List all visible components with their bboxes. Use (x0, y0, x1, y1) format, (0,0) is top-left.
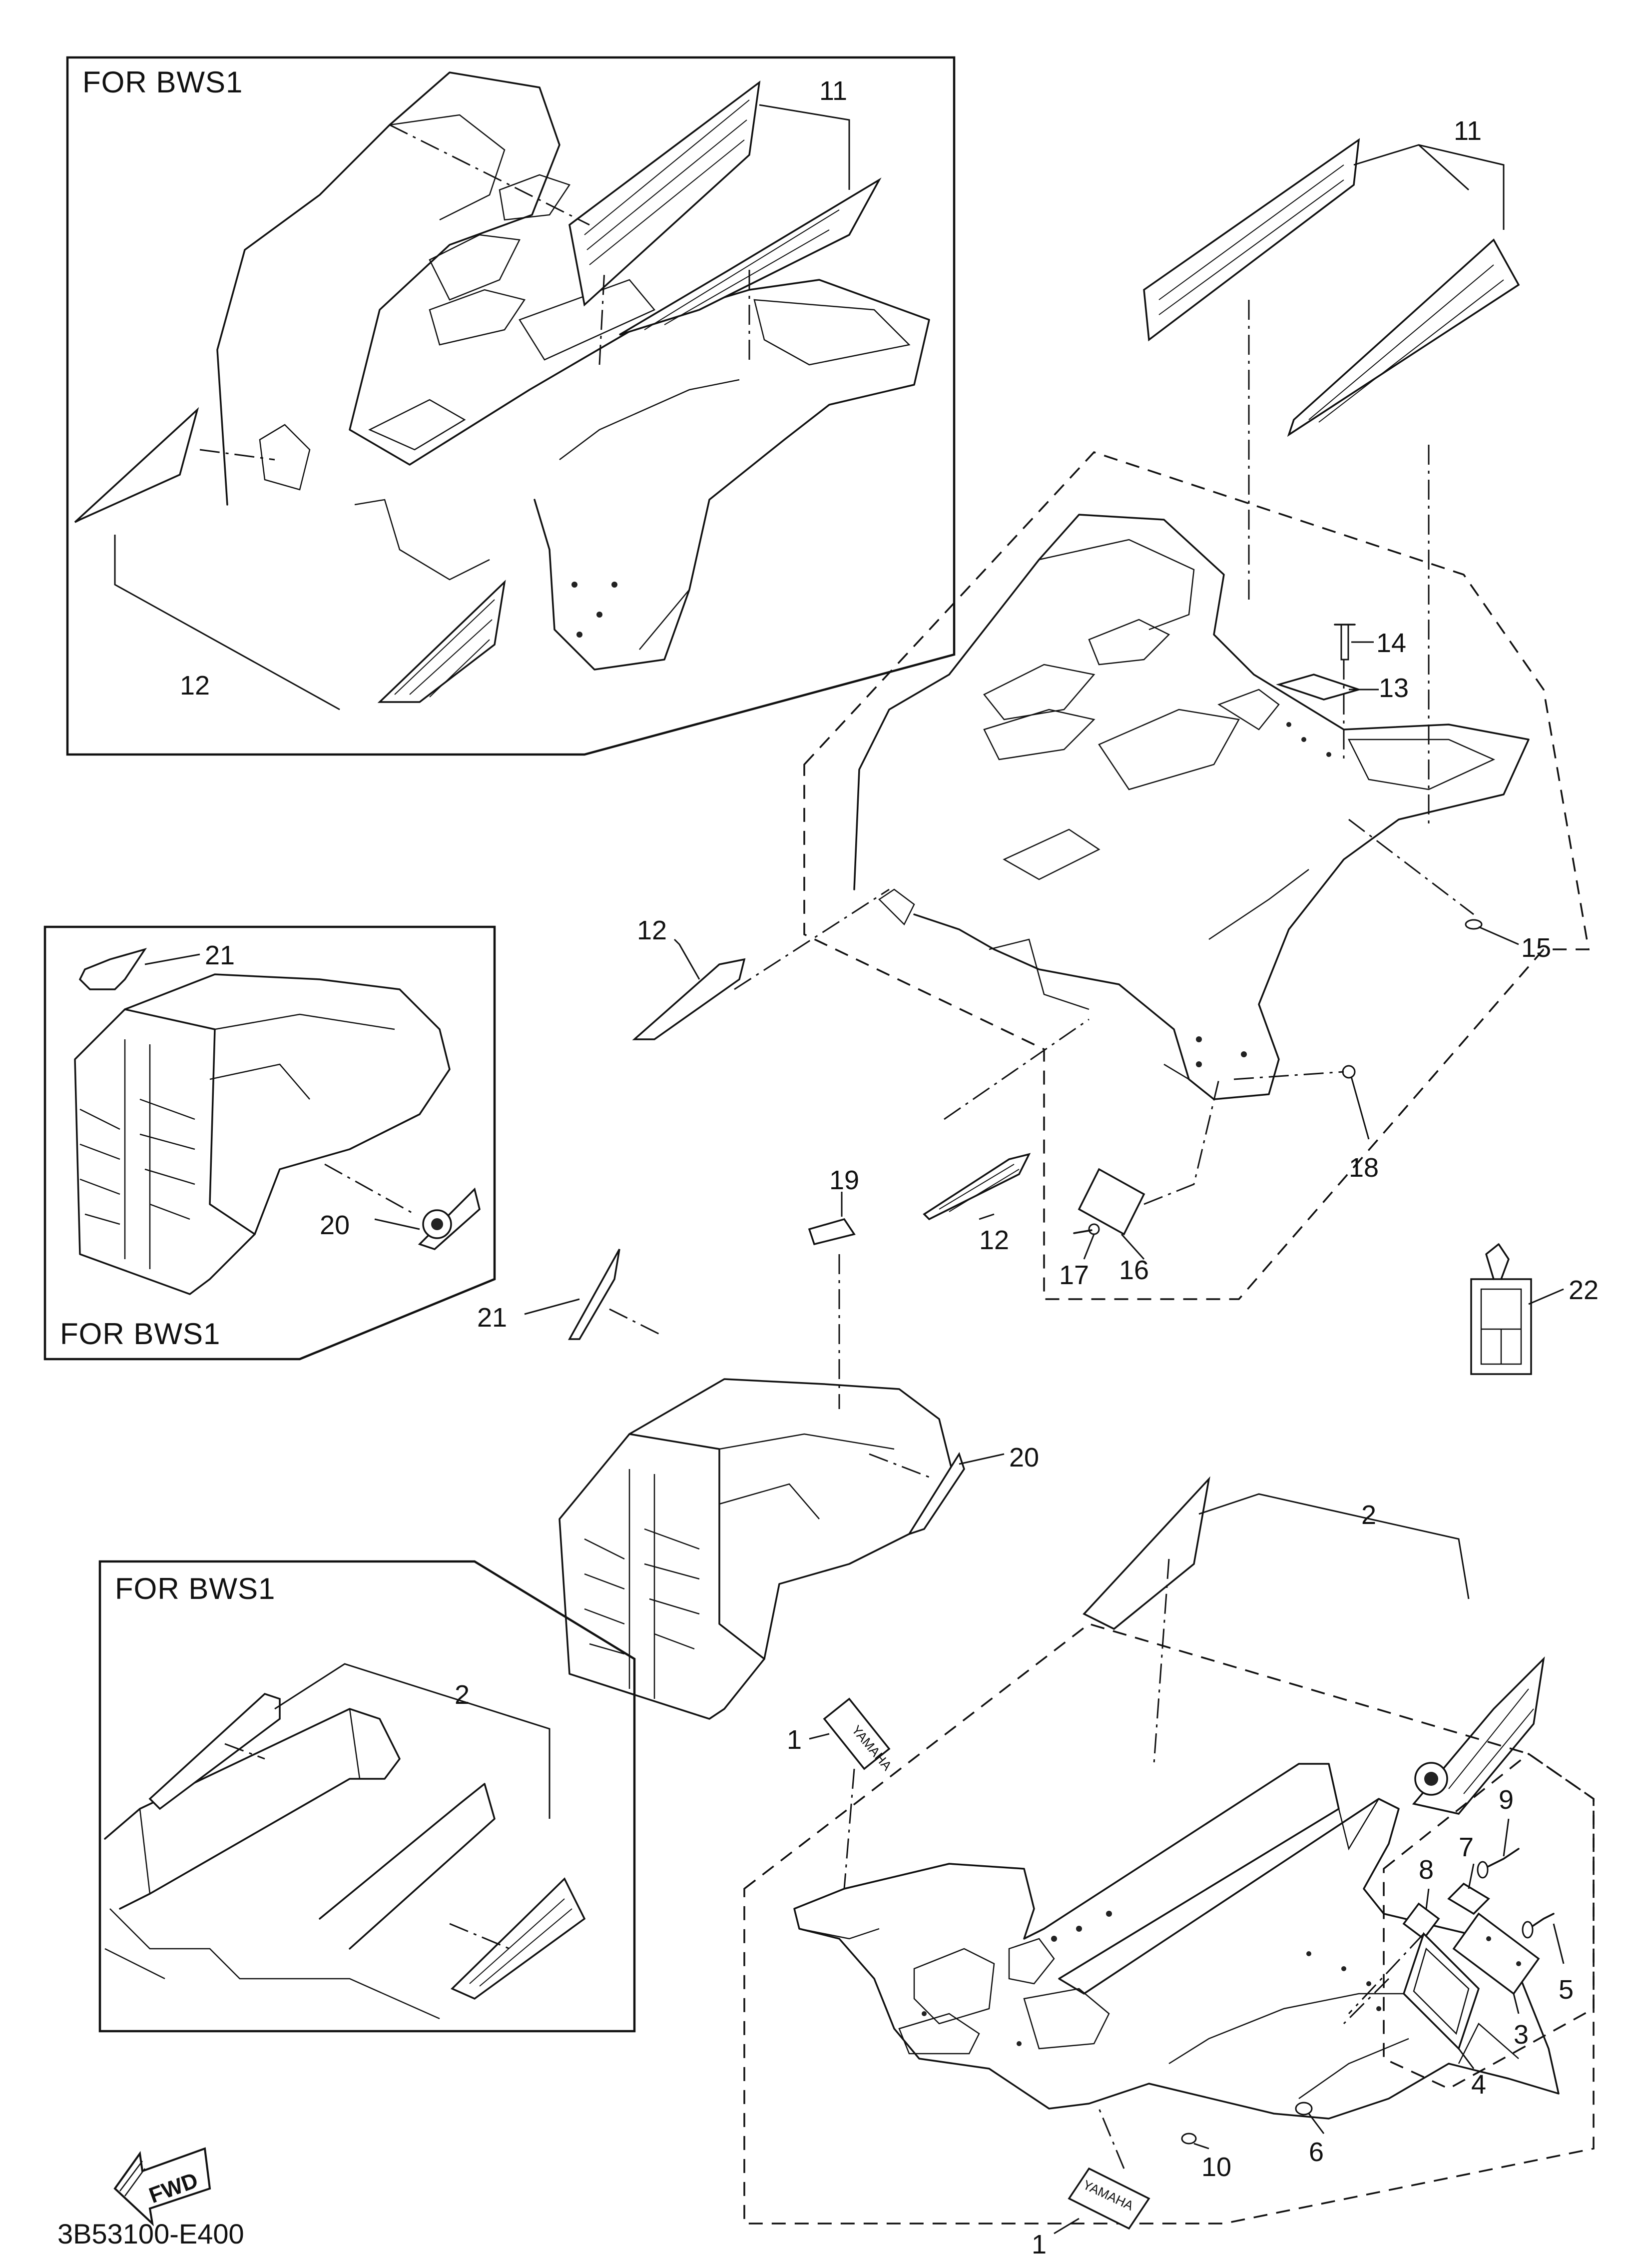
part-5-rivet: 5 (1522, 1913, 1574, 2005)
front-fender-group: YAMAHA 1 YAMAHA 1 9 7 8 (743, 1623, 1595, 2258)
callout-22: 22 (1569, 1275, 1599, 1305)
callout-19: 19 (829, 1165, 859, 1195)
part-13-plate (1276, 674, 1362, 701)
callout-5: 5 (1559, 1975, 1574, 2005)
callout-8: 8 (1419, 1855, 1434, 1885)
callout-11-small: 11 (819, 76, 847, 106)
callout-12-left: 12 (637, 915, 667, 945)
callout-12-small: 12 (180, 671, 210, 701)
callout-1-lower: 1 (1032, 2230, 1047, 2258)
callout-13: 13 (1379, 673, 1409, 703)
part-9-rivet: 9 (1477, 1785, 1520, 1879)
callout-15: 15 (1521, 933, 1551, 963)
frame-top-left: FOR BWS1 11 (66, 56, 956, 756)
callout-2-small: 2 (455, 1680, 470, 1710)
decal-21-small (78, 948, 147, 990)
frame-title-top-left: FOR BWS1 (82, 65, 243, 99)
fwd-arrow-icon: FWD (113, 2147, 211, 2227)
frame-mid-left: FOR BWS1 21 20 (43, 925, 496, 1361)
part-8-gasket (1402, 1902, 1440, 1940)
front-fender-small (104, 1708, 496, 2020)
callout-9: 9 (1499, 1785, 1514, 1815)
decal-2-small-lower (450, 1877, 586, 2000)
callout-17: 17 (1059, 1260, 1089, 1290)
rear-fender-small (216, 71, 930, 671)
callout-12-lower: 12 (979, 1225, 1009, 1255)
callout-20-small: 20 (320, 1210, 350, 1240)
decal-12-small: 12 (74, 407, 506, 711)
front-fender-main (793, 1763, 1560, 2120)
callout-1-upper: 1 (787, 1725, 802, 1755)
callout-6: 6 (1309, 2137, 1324, 2167)
callout-2-main: 2 (1361, 1500, 1376, 1530)
callout-11-main: 11 (1454, 116, 1482, 146)
part-7-plate (1447, 1882, 1490, 1915)
callout-4: 4 (1471, 2070, 1486, 2100)
decal-2-main: 2 (1083, 1476, 1545, 1815)
callout-7: 7 (1459, 1832, 1474, 1862)
decal-20-main (907, 1452, 965, 1536)
part-15-grommet (1465, 919, 1483, 930)
decal-2-small-upper (148, 1693, 281, 1810)
decal-11-small: 11 (568, 76, 882, 336)
rear-panel-small (74, 973, 451, 1295)
part-22-tag: 22 (1470, 1243, 1599, 1375)
part-3-plate (1452, 1912, 1540, 1995)
callout-3: 3 (1514, 2020, 1529, 2050)
decal-19 (808, 1218, 856, 1246)
decal-1-lower: YAMAHA 1 (1032, 2108, 1150, 2258)
callout-20-main: 20 (1009, 1443, 1039, 1473)
part-14-bolt: 14 (1334, 624, 1406, 661)
rear-panel-main: 19 21 20 (477, 1165, 1039, 1720)
decal-1-upper: YAMAHA 1 (787, 1697, 895, 1889)
decal-21-main (568, 1249, 620, 1340)
callout-18: 18 (1349, 1153, 1379, 1183)
callout-14: 14 (1376, 628, 1406, 658)
diagram-code: 3B53100-E400 (57, 2218, 244, 2250)
part-18-grommet (1342, 1065, 1356, 1079)
part-10-grommet (1181, 2133, 1197, 2145)
part-16-plate (1078, 1168, 1145, 1236)
frame-title-mid-left: FOR BWS1 (60, 1317, 220, 1351)
callout-16: 16 (1119, 1255, 1149, 1285)
callout-10: 10 (1201, 2152, 1231, 2182)
frame-bottom-left: FOR BWS1 2 (98, 1560, 636, 2033)
callout-21-main: 21 (477, 1303, 507, 1333)
decal-11-main: 11 (1143, 116, 1520, 829)
rear-fender-group: 13 14 15 18 17 16 (803, 451, 1590, 1300)
part-17-screw (1088, 1223, 1100, 1235)
part-6-grommet (1295, 2102, 1313, 2116)
frame-title-bottom-left: FOR BWS1 (115, 1572, 275, 1605)
decal-12-main: 12 12 (632, 888, 1090, 1255)
rear-fender-main (853, 514, 1530, 1100)
callout-21-small: 21 (205, 940, 235, 970)
